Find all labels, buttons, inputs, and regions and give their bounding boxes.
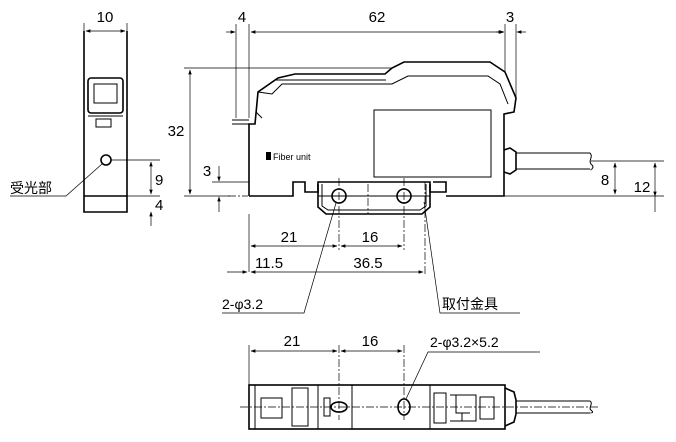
dim-mount-21: 21	[281, 229, 298, 246]
dim-side-nine: 9	[155, 172, 163, 189]
label-bracket: 取付金具	[442, 296, 498, 312]
label-receiver: 受光部	[10, 180, 52, 196]
dim-front-four: 4	[238, 9, 246, 26]
bottom-view: 21 16 2-φ3.2×5.2	[240, 333, 598, 430]
label-hole-slot: 2-φ3.2×5.2	[430, 334, 499, 350]
dim-cable-twelve: 12	[634, 179, 651, 196]
dim-mount-11-5: 11.5	[255, 255, 283, 272]
front-view: Fiber unit 4 62 3 32 3	[168, 9, 664, 314]
label-hole-round: 2-φ3.2	[222, 296, 263, 312]
body-print-text: Fiber unit	[273, 152, 311, 162]
receiver-lens-icon	[100, 154, 112, 166]
dim-mount-16: 16	[362, 229, 379, 246]
dim-front-length: 62	[369, 9, 386, 26]
dim-side-four: 4	[155, 197, 163, 214]
dim-bottom-16: 16	[362, 333, 379, 350]
dim-front-height: 32	[168, 123, 185, 140]
dim-bottom-21: 21	[284, 333, 301, 350]
dim-front-three-left: 3	[203, 163, 211, 180]
dim-mount-36-5: 36.5	[353, 255, 382, 272]
side-view: 10 9 4 受光部	[10, 9, 163, 226]
dim-cable-eight: 8	[601, 172, 609, 189]
dim-front-three-top: 3	[506, 9, 514, 26]
dim-side-width: 10	[97, 9, 114, 26]
